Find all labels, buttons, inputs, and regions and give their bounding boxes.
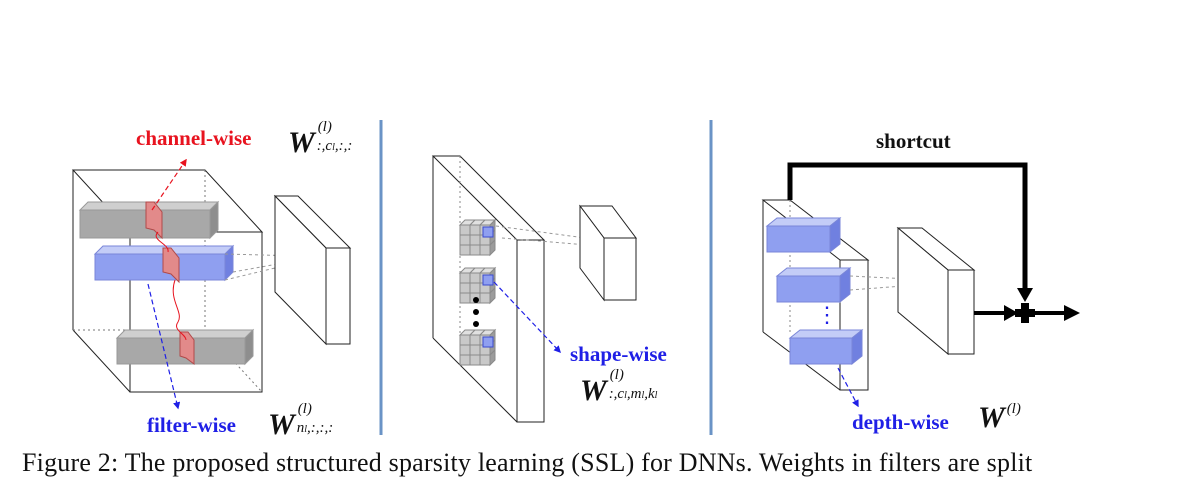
depth-dots: ⋮ <box>816 302 838 327</box>
depth-weight-math: W(l) <box>978 401 1021 434</box>
gray-slab-top <box>78 200 220 240</box>
shape-wise-label: shape-wise <box>570 342 667 366</box>
kernel-grid-cubes <box>458 218 497 367</box>
shortcut-label: shortcut <box>876 129 951 153</box>
output-cube-middle <box>579 204 637 302</box>
output-slab-right <box>896 226 976 356</box>
channel-connector-curve <box>155 231 187 341</box>
figure-caption: Figure 2: The proposed structured sparsi… <box>22 448 1033 477</box>
depth-arrow <box>837 367 859 408</box>
filter-arrow <box>147 283 181 410</box>
filter-weight-math: W(l)nl,:,:,: <box>268 401 334 441</box>
shortcut-path <box>787 162 1028 292</box>
output-to-sum-arrowhead <box>1004 305 1018 321</box>
shape-arrow <box>493 281 561 354</box>
channel-wise-label: channel-wise <box>136 126 252 150</box>
projection-lines-middle <box>495 225 601 247</box>
right-panel-diagram <box>761 162 1080 408</box>
sum-node-v <box>1021 303 1029 323</box>
filter-wise-label: filter-wise <box>147 413 237 437</box>
depth-blue-layers <box>765 216 864 366</box>
shape-weight-math: W(l):,cl,ml,kl <box>580 367 658 407</box>
vertical-dots-middle <box>473 297 479 327</box>
output-slab-left <box>273 194 352 346</box>
channel-arrow <box>151 158 187 211</box>
kernel-cube-3 <box>458 328 497 367</box>
red-channel-slices <box>145 201 195 365</box>
channel-weight-math: W(l):,cl,:,: <box>288 119 353 159</box>
kernel-cube-1 <box>458 218 497 257</box>
middle-panel-diagram <box>431 155 637 423</box>
left-panel-diagram <box>71 158 352 410</box>
shortcut-arrowhead <box>1017 288 1033 302</box>
depth-wise-label: depth-wise <box>852 410 949 434</box>
sum-output-arrowhead <box>1064 305 1080 321</box>
